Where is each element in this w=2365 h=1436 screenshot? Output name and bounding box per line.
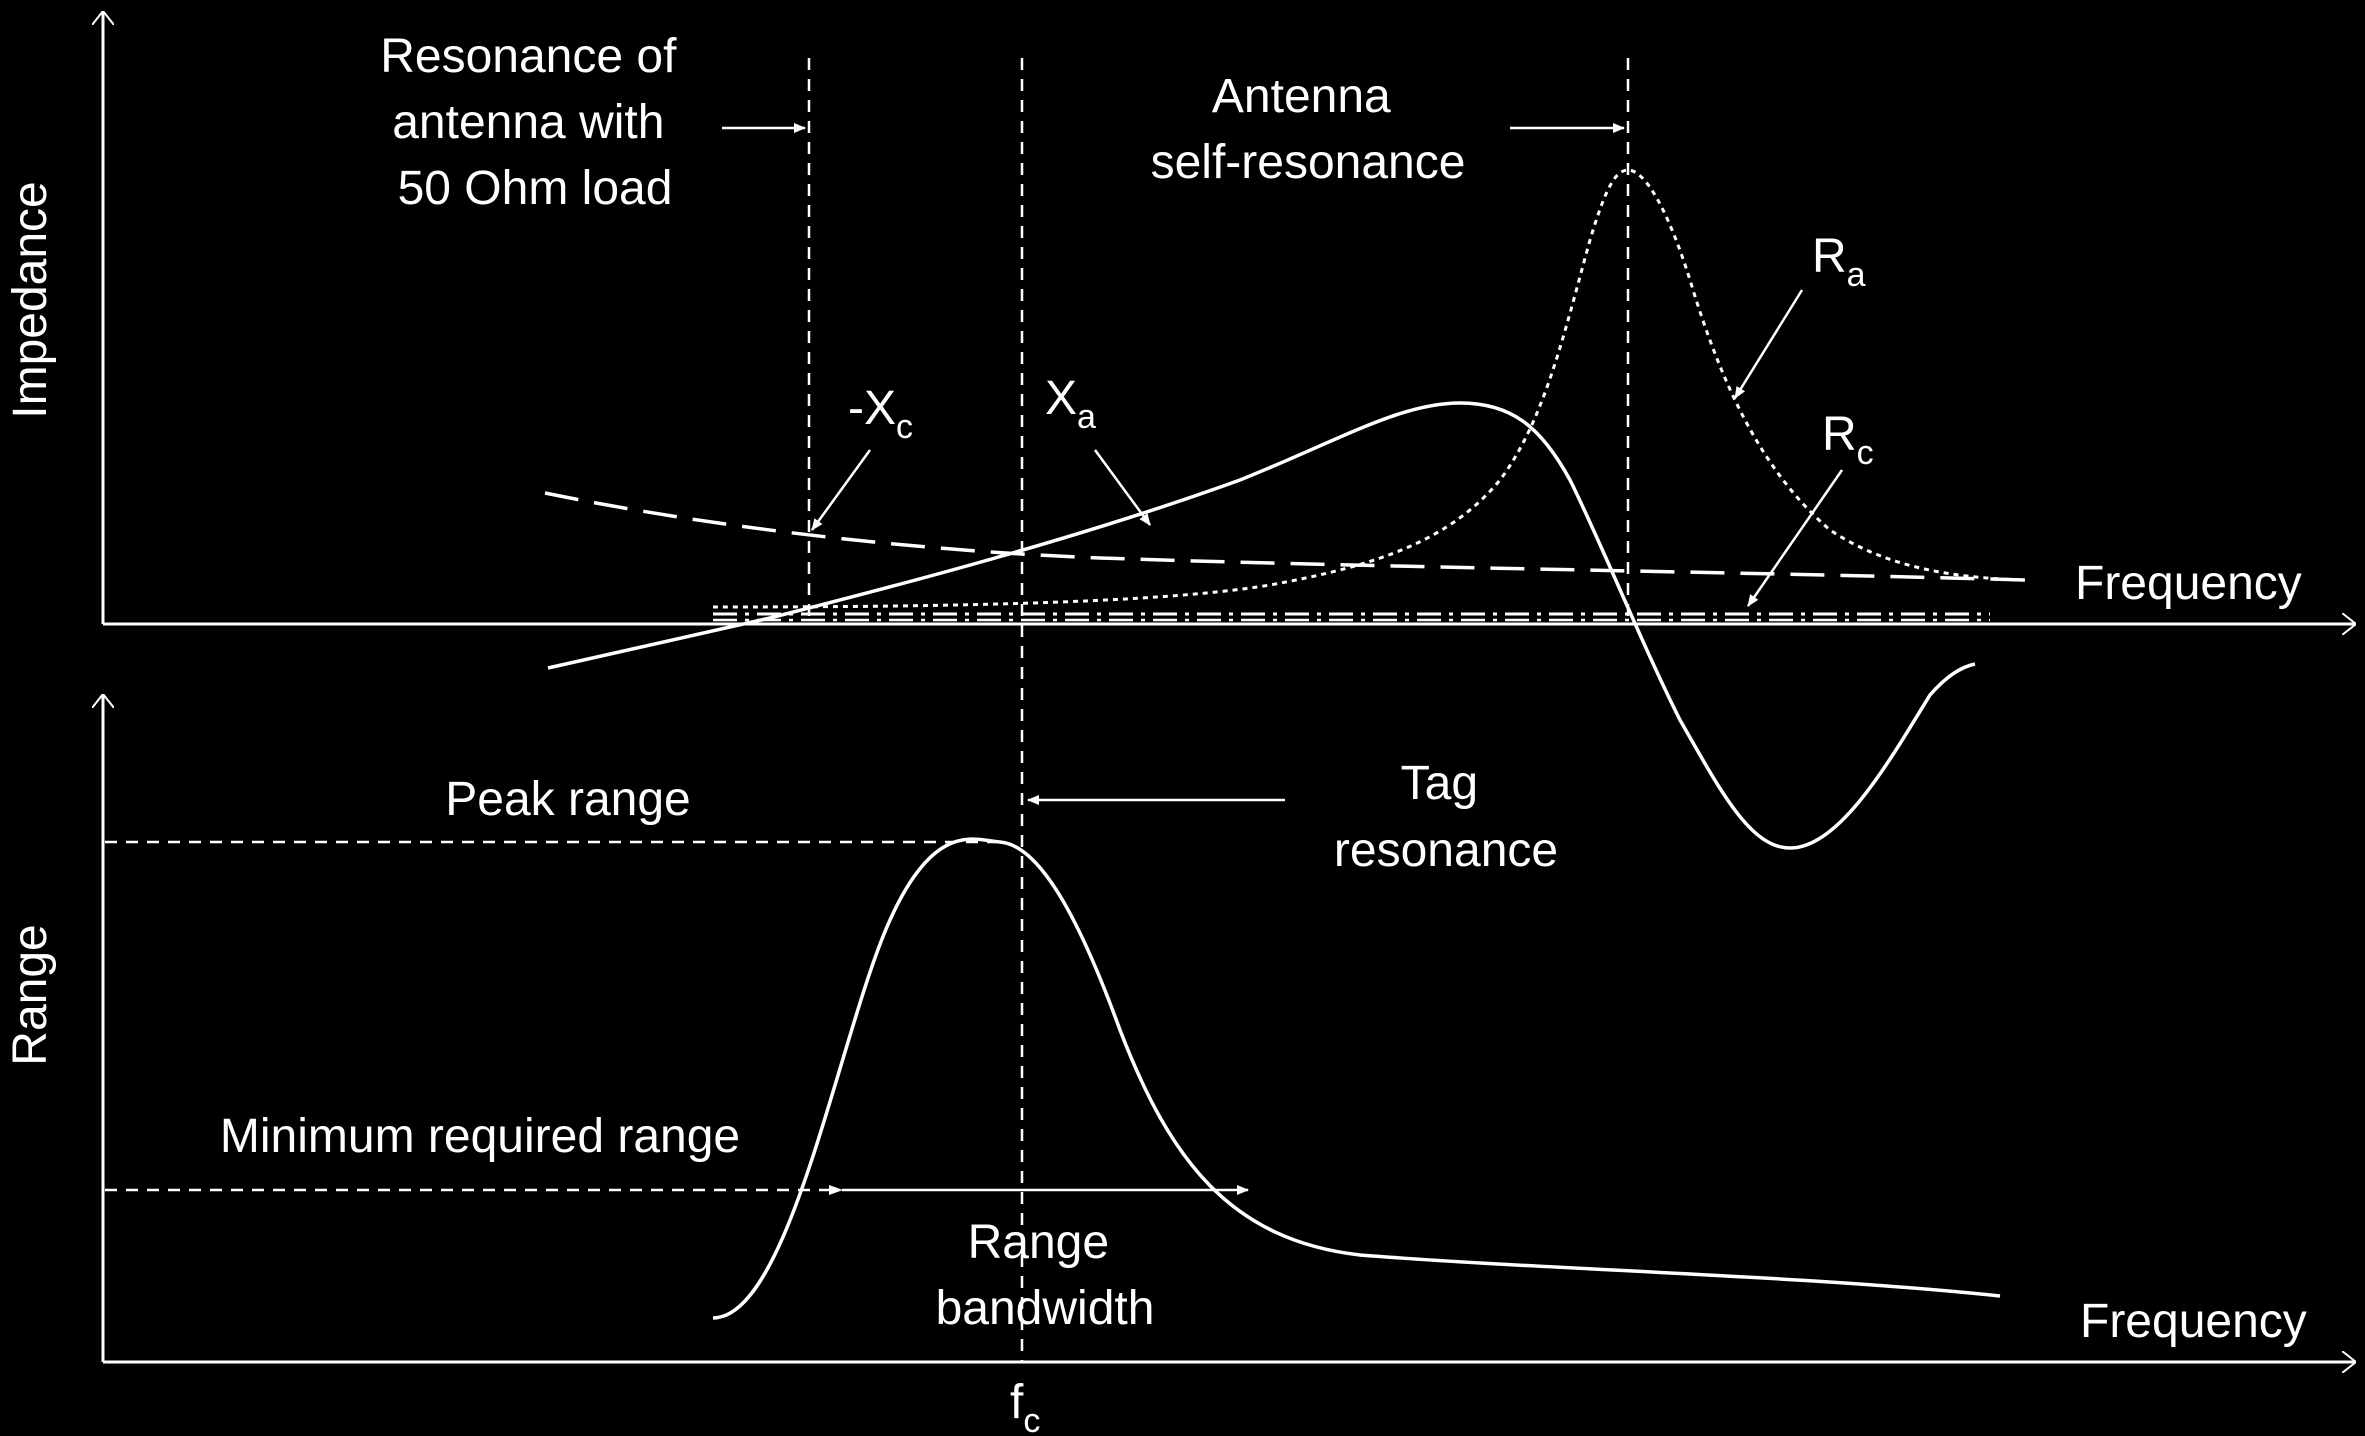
neg-xc-curve <box>544 491 2026 582</box>
peak-range-label: Peak range <box>445 773 691 826</box>
upper-y-axis-label: Impedance <box>4 181 57 419</box>
rc-label: Rc <box>1822 408 1874 472</box>
xa-pointer <box>1093 449 1152 526</box>
neg-xc-label-main: -X <box>848 382 896 435</box>
fc-label-sub: c <box>1023 1402 1040 1436</box>
ra-label-main: R <box>1812 230 1847 283</box>
neg-xc-label-sub: c <box>896 408 913 446</box>
bandwidth-line-1: Range <box>968 1216 1109 1269</box>
ra-label-sub: a <box>1847 256 1866 294</box>
tag-resonance-line-1: Tag <box>1401 757 1478 810</box>
load-resonance-line-1: Resonance of <box>380 30 677 83</box>
upper-axes <box>103 12 2355 624</box>
self-resonance-line-1: Antenna <box>1212 70 1391 123</box>
fc-label-main: f <box>1010 1376 1024 1429</box>
upper-x-axis-label: Frequency <box>2075 557 2302 610</box>
min-range-label: Minimum required range <box>220 1110 740 1163</box>
rc-pointer <box>1746 469 1844 607</box>
xa-label-main: X <box>1045 372 1077 425</box>
xa-label-sub: a <box>1077 398 1096 436</box>
range-curve <box>712 837 2001 1320</box>
ra-label: Ra <box>1812 230 1866 294</box>
load-resonance-annotation: Resonance of antenna with 50 Ohm load <box>380 30 690 215</box>
ra-curve <box>712 168 2026 609</box>
tag-resonance-annotation: Tag resonance <box>1334 757 1558 877</box>
self-resonance-annotation: Antenna self-resonance <box>1151 70 1466 189</box>
lower-x-axis-label: Frequency <box>2080 1295 2307 1348</box>
load-resonance-line-3: 50 Ohm load <box>398 162 673 215</box>
lower-y-axis-label: Range <box>4 924 57 1065</box>
rc-label-sub: c <box>1857 434 1874 472</box>
lower-axes <box>103 695 2355 1362</box>
neg-xc-label: -Xc <box>848 382 913 446</box>
load-resonance-line-2: antenna with <box>392 96 664 149</box>
ra-pointer <box>1733 289 1804 399</box>
fc-label: fc <box>1010 1376 1040 1436</box>
self-resonance-line-2: self-resonance <box>1151 136 1466 189</box>
bandwidth-annotation: Range bandwidth <box>936 1216 1155 1335</box>
rc-label-main: R <box>1822 408 1857 461</box>
xa-label: Xa <box>1045 372 1096 436</box>
bandwidth-line-2: bandwidth <box>936 1282 1155 1335</box>
neg-xc-pointer <box>810 449 872 531</box>
tag-resonance-line-2: resonance <box>1334 824 1558 877</box>
